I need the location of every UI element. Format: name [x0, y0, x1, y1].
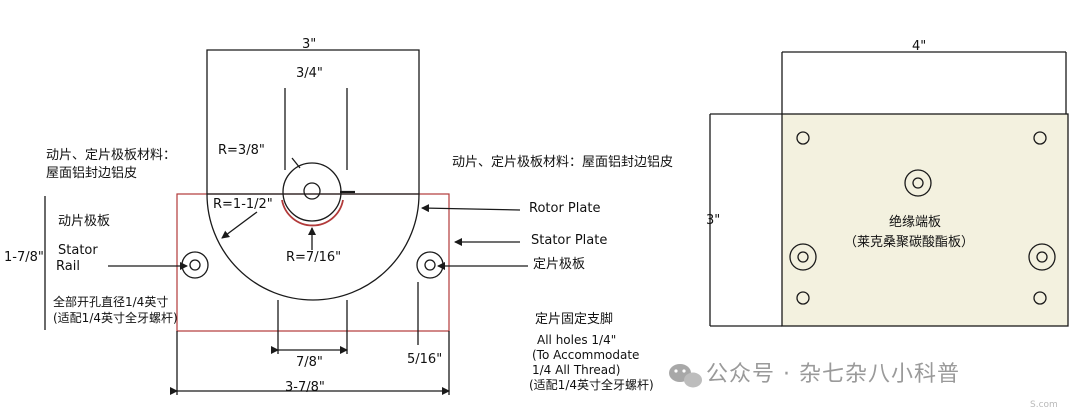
all-holes-line1: All holes 1/4" [537, 333, 617, 347]
holes-note-line1: 全部开孔直径1/4英寸 [53, 295, 169, 309]
all-holes-line4: (适配1/4英寸全牙螺杆) [529, 378, 654, 392]
plate-hole-tr [1033, 131, 1047, 145]
mount-hole-left-inner [189, 259, 201, 271]
plate-mount-right-inner [1036, 251, 1048, 263]
dim-slot-width: 3/4" [296, 66, 323, 81]
watermark-text: 公众号 · 杂七杂八小科普 [706, 362, 960, 387]
all-holes-line3: 1/4 All Thread) [532, 363, 621, 377]
material-note-line1: 动片、定片极板材料： [46, 148, 177, 163]
all-holes-line2: (To Accommodate [532, 348, 640, 362]
wechat-icon [669, 364, 702, 388]
plate-label-line1: 绝缘端板 [889, 215, 942, 230]
stator-plate-en: Stator Plate [531, 233, 608, 248]
insulating-plate [781, 113, 1069, 327]
dim-plate-width: 4" [912, 39, 927, 54]
material-note-right: 动片、定片极板材料：屋面铝封边铝皮 [452, 155, 674, 170]
plate-hole-br [1033, 291, 1047, 305]
mount-hole-right-outer [416, 251, 444, 279]
dim-top-width: 3" [302, 37, 317, 52]
stator-rail-line1: Stator [58, 243, 98, 258]
holes-note-line2: (适配1/4英寸全牙螺杆) [53, 311, 178, 325]
dim-bottom-width: 3-7/8" [285, 380, 325, 395]
dim-plate-height: 3" [706, 213, 721, 228]
hub-circle [282, 162, 342, 222]
rotor-plate-en: Rotor Plate [529, 201, 601, 216]
dim-hole-offset: 5/16" [407, 352, 443, 367]
plate-mount-right-outer [1028, 243, 1056, 271]
dim-bottom-slot: 7/8" [296, 355, 323, 370]
stator-foot-cn: 定片固定支脚 [535, 312, 614, 327]
watermark-subtext: S.com [1030, 400, 1058, 410]
plate-label-line2: （莱克桑聚碳酸酯板） [844, 235, 975, 250]
dim-height: 1-7/8" [4, 250, 44, 265]
plate-hole-bl [796, 291, 810, 305]
hub-hole [303, 182, 321, 200]
dim-notch-radius: R=7/16" [286, 250, 342, 265]
rotor-plate-cn: 动片极板 [58, 214, 111, 229]
mount-hole-right-inner [424, 259, 436, 271]
dim-hub-radius: R=3/8" [218, 143, 265, 158]
mount-hole-left-outer [181, 251, 209, 279]
plate-hole-tl [796, 131, 810, 145]
plate-mount-left-outer [789, 243, 817, 271]
stator-rail-line2: Rail [56, 259, 80, 274]
stator-plate-cn: 定片极板 [533, 257, 586, 272]
dim-plate-radius: R=1-1/2" [213, 197, 273, 212]
notch-arc [281, 199, 344, 227]
material-note-line2: 屋面铝封边铝皮 [46, 166, 138, 181]
plate-mount-left-inner [797, 251, 809, 263]
plate-center-hole-outer [904, 169, 932, 197]
plate-center-hole-inner [912, 177, 924, 189]
rotor-plate-outline [206, 49, 420, 301]
